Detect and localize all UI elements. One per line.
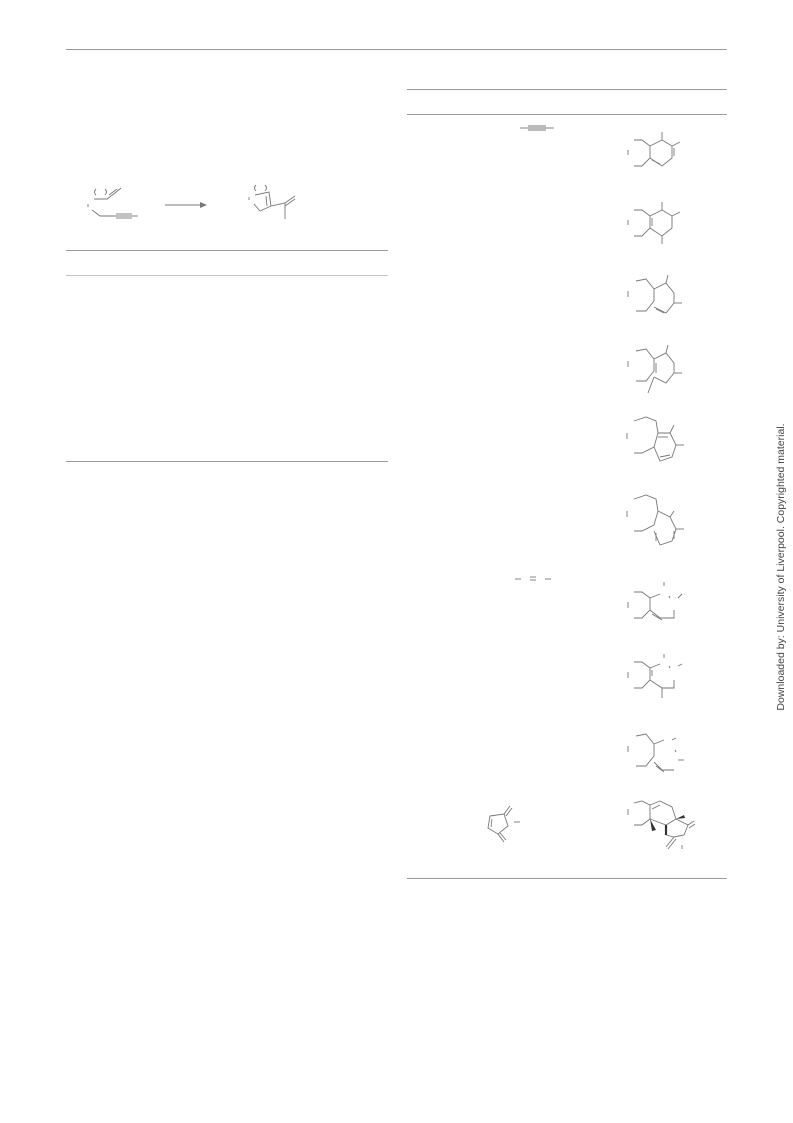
- product-structure-10: [627, 800, 696, 850]
- product-structure-7: [627, 582, 683, 621]
- reagent-maleimide: [487, 805, 520, 843]
- download-watermark: Downloaded by: University of Liverpool. …: [775, 423, 787, 711]
- right-table-bottom-rule: [407, 878, 727, 879]
- right-table-top-rule: [407, 89, 727, 90]
- right-table-header-rule: [407, 114, 727, 115]
- product-structure-6: [626, 494, 684, 546]
- product-structure-3: [627, 274, 682, 314]
- scheme-reaction-arrow: [165, 202, 207, 208]
- left-table-header-rule: [66, 275, 388, 276]
- scheme-enyne-substrate: [87, 187, 138, 219]
- left-table-top-rule: [66, 250, 388, 251]
- product-structure-8: [627, 654, 683, 698]
- scheme-diene-product: [248, 184, 296, 219]
- product-structure-9: [627, 733, 684, 773]
- product-structure-2: [627, 202, 681, 244]
- reagent-alkyne-diester: [515, 576, 551, 581]
- left-table-bottom-rule: [66, 461, 388, 462]
- reagent-butyne: [520, 125, 554, 131]
- product-structure-5: [626, 416, 684, 462]
- page-header-rule: [66, 49, 727, 50]
- product-structure-1: [627, 132, 681, 167]
- product-structure-4: [627, 344, 682, 394]
